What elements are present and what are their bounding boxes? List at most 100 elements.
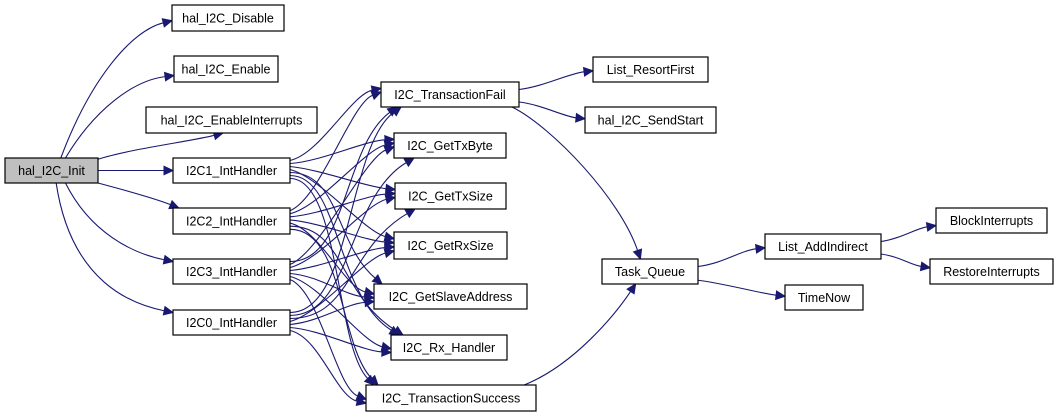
node-box (393, 132, 507, 159)
arrowhead-icon (925, 221, 938, 232)
arrowhead-icon (364, 297, 376, 308)
arrowhead-icon (575, 112, 587, 123)
node-label: I2C_TransactionSuccess (382, 392, 521, 406)
arrowhead-icon (161, 18, 174, 28)
arrowhead-icon (632, 248, 643, 261)
edge-I2C2_IntHandler-to-I2C_GetTxSize (289, 193, 387, 218)
edge-I2C3_IntHandler-to-I2C_TransactionSuccess (289, 278, 358, 397)
edge-I2C3_IntHandler-to-I2C_GetSlaveAddress (289, 272, 366, 298)
node-hal-i2c-init[interactable]: hal_I2C_Init (4, 157, 99, 184)
arrowhead-icon (162, 254, 175, 265)
node-box (380, 81, 520, 108)
arrowhead-icon (383, 248, 396, 259)
edge-I2C1_IntHandler-to-I2C_GetTxSize (289, 165, 387, 190)
node-label: I2C3_IntHandler (186, 265, 277, 279)
node-timenow[interactable]: TimeNow (784, 284, 864, 311)
node-label: hal_I2C_SendStart (598, 114, 704, 128)
node-box (172, 258, 291, 285)
node-i2c1-inthandler[interactable]: I2C1_IntHandler (172, 157, 291, 184)
node-box (393, 231, 508, 260)
edge-I2C3_IntHandler-to-I2C_GetRxSize (289, 247, 386, 272)
node-i2c-gettxsize[interactable]: I2C_GetTxSize (394, 182, 507, 210)
node-box (171, 4, 285, 32)
edge-I2C1_IntHandler-to-I2C_Rx_Handler (289, 174, 392, 331)
edge-I2C2_IntHandler-to-I2C_TransactionFail (289, 94, 373, 212)
node-i2c-gettxbyte[interactable]: I2C_GetTxByte (393, 132, 507, 159)
edge-I2C0_IntHandler-to-I2C_GetRxSize (289, 252, 386, 323)
node-box (784, 284, 864, 311)
edge-hal_I2C_Init-to-I2C3_IntHandler (64, 182, 165, 261)
node-label: Task_Queue (615, 265, 685, 279)
node-i2c2-inthandler[interactable]: I2C2_IntHandler (172, 207, 291, 235)
node-list-resortfirst[interactable]: List_ResortFirst (592, 56, 709, 83)
edge-I2C2_IntHandler-to-I2C_GetTxByte (289, 144, 386, 215)
node-box (584, 106, 717, 134)
node-i2c-rx-handler[interactable]: I2C_Rx_Handler (390, 334, 508, 361)
node-box (764, 233, 882, 260)
edge-hal_I2C_Init-to-I2C2_IntHandler (97, 182, 171, 206)
arrowhead-icon (582, 66, 595, 77)
node-box (390, 334, 508, 361)
node-i2c-getslaveaddress[interactable]: I2C_GetSlaveAddress (373, 283, 528, 310)
arrowhead-icon (403, 157, 416, 168)
arrowhead-icon (390, 106, 402, 117)
arrowhead-icon (367, 374, 379, 386)
arrowhead-icon (626, 283, 637, 295)
edge-I2C_TransactionFail-to-hal_I2C_SendStart (518, 101, 577, 119)
node-task-queue[interactable]: Task_Queue (601, 258, 699, 285)
node-i2c-transactionfail[interactable]: I2C_TransactionFail (380, 81, 520, 108)
node-box (373, 283, 528, 310)
arrowhead-icon (163, 165, 175, 176)
node-label: I2C_GetTxByte (407, 139, 492, 153)
node-label: List_ResortFirst (607, 63, 695, 77)
node-hal-i2c-disable[interactable]: hal_I2C_Disable (171, 4, 285, 32)
node-hal-i2c-enable[interactable]: hal_I2C_Enable (173, 55, 279, 83)
node-list-addindirect[interactable]: List_AddIndirect (764, 233, 882, 260)
node-box (173, 55, 279, 83)
node-hal-i2c-enableinterrupts[interactable]: hal_I2C_EnableInterrupts (145, 106, 318, 134)
node-i2c3-inthandler[interactable]: I2C3_IntHandler (172, 258, 291, 285)
node-label: I2C_GetRxSize (407, 239, 493, 253)
arrowhead-icon (384, 194, 397, 205)
node-label: TimeNow (798, 291, 851, 305)
node-box (4, 157, 99, 184)
arrowhead-icon (404, 208, 417, 219)
edge-I2C2_IntHandler-to-I2C_Rx_Handler (289, 225, 396, 331)
node-box (601, 258, 699, 285)
node-box (172, 157, 291, 184)
arrowhead-icon (371, 274, 383, 285)
edge-hal_I2C_Init-to-hal_I2C_EnableInterrupts (97, 134, 215, 160)
node-label: hal_I2C_EnableInterrupts (161, 114, 303, 128)
edge-hal_I2C_Init-to-hal_I2C_Enable (64, 76, 166, 159)
edge-I2C2_IntHandler-to-I2C_TransactionSuccess (289, 228, 373, 379)
node-box (929, 258, 1054, 285)
node-hal-i2c-sendstart[interactable]: hal_I2C_SendStart (584, 106, 717, 134)
edge-Task_Queue-to-List_AddIndirect (697, 248, 757, 268)
node-i2c-getrxsize[interactable]: I2C_GetRxSize (393, 231, 508, 260)
node-i2c0-inthandler[interactable]: I2C0_IntHandler (172, 309, 291, 336)
node-i2c-transactionsuccess[interactable]: I2C_TransactionSuccess (365, 384, 537, 412)
node-blockinterrupts[interactable]: BlockInterrupts (935, 207, 1048, 234)
edge-I2C2_IntHandler-to-I2C_GetRxSize (289, 219, 386, 243)
edge-I2C1_IntHandler-to-I2C_TransactionFail (289, 89, 373, 162)
node-box (592, 56, 709, 83)
edge-I2C0_IntHandler-to-I2C_GetTxByte (289, 162, 407, 317)
edge-I2C_TransactionSuccess-to-Task_Queue (523, 291, 632, 386)
arrowhead-icon (163, 71, 176, 82)
node-label: hal_I2C_Disable (182, 12, 274, 26)
node-box (145, 106, 318, 134)
edge-hal_I2C_Init-to-hal_I2C_Disable (60, 22, 164, 159)
arrowhead-icon (754, 243, 767, 254)
node-label: BlockInterrupts (950, 214, 1033, 228)
edge-I2C0_IntHandler-to-I2C_Rx_Handler (289, 326, 383, 353)
edges-layer (55, 18, 938, 406)
node-label: I2C_GetSlaveAddress (389, 290, 513, 304)
edge-hal_I2C_Init-to-I2C0_IntHandler (55, 182, 165, 312)
node-label: RestoreInterrupts (943, 265, 1040, 279)
arrowhead-icon (774, 290, 787, 301)
node-label: List_AddIndirect (778, 240, 868, 254)
edge-I2C3_IntHandler-to-I2C_TransactionFail (289, 111, 391, 263)
node-restoreinterrupts[interactable]: RestoreInterrupts (929, 258, 1054, 285)
arrowhead-icon (370, 90, 383, 101)
node-box (172, 207, 291, 235)
